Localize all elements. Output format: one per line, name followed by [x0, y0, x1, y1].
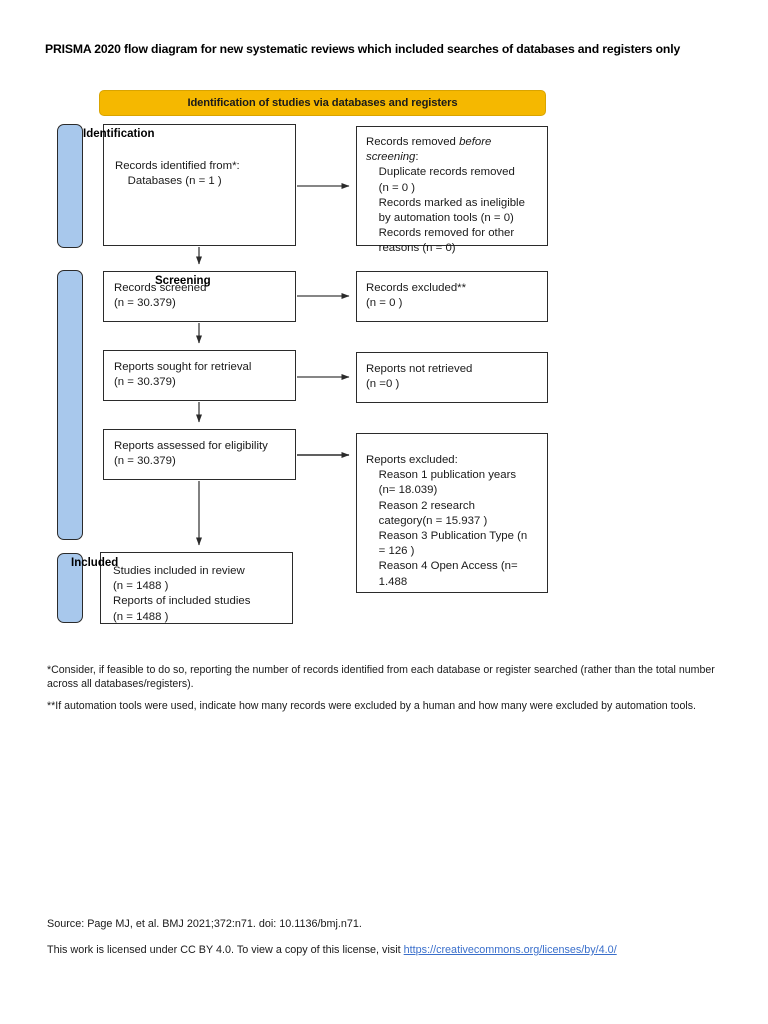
- removed-lead-emphasis: before screening: [366, 136, 492, 164]
- identification-banner: Identification of studies via databases …: [99, 90, 546, 116]
- identification-banner-label: Identification of studies via databases …: [187, 97, 458, 109]
- footnote-consider: *Consider, if feasible to do so, reporti…: [47, 664, 715, 691]
- footer-source: Source: Page MJ, et al. BMJ 2021;372:n71…: [47, 918, 362, 930]
- box-records-excluded-text: Records excluded** (n = 0 ): [366, 282, 467, 310]
- box-records-removed-text: Records removed before screening: Duplic…: [366, 135, 525, 257]
- box-records-screened-text: Records screened (n = 30.379): [114, 282, 207, 310]
- box-reports-excluded-text: Reports excluded: Reason 1 publication y…: [366, 454, 528, 588]
- box-records-identified-text: Records identified from*: Databases (n =…: [115, 160, 240, 188]
- box-records-removed-before-screening: Records removed before screening: Duplic…: [356, 126, 548, 254]
- creative-commons-license-link[interactable]: https://creativecommons.org/licenses/by/…: [403, 944, 617, 956]
- stage-label-identification: Identification: [83, 128, 155, 140]
- page-title: PRISMA 2020 flow diagram for new systema…: [45, 42, 681, 56]
- box-reports-not-retrieved: Reports not retrieved (n =0 ): [356, 352, 548, 403]
- box-records-screened: Records screened (n = 30.379): [103, 271, 296, 322]
- footer-license: This work is licensed under CC BY 4.0. T…: [47, 943, 719, 958]
- removed-detail: Duplicate records removed (n = 0 ) Recor…: [378, 166, 525, 255]
- box-studies-included-text: Studies included in review (n = 1488 ) R…: [113, 565, 251, 623]
- box-reports-not-retrieved-text: Reports not retrieved (n =0 ): [366, 363, 473, 391]
- box-reports-sought-for-retrieval: Reports sought for retrieval (n = 30.379…: [103, 350, 296, 401]
- box-studies-included: Studies included in review (n = 1488 ) R…: [100, 552, 293, 624]
- box-reports-assessed-text: Reports assessed for eligibility (n = 30…: [114, 440, 268, 468]
- box-records-excluded: Records excluded** (n = 0 ): [356, 271, 548, 322]
- box-records-identified: Records identified from*: Databases (n =…: [103, 124, 296, 246]
- footer-license-text: This work is licensed under CC BY 4.0. T…: [47, 944, 404, 956]
- removed-lead: Records removed: [366, 136, 460, 148]
- stage-label-included: Included: [71, 557, 119, 569]
- box-reports-sought-text: Reports sought for retrieval (n = 30.379…: [114, 361, 252, 389]
- box-reports-assessed-for-eligibility: Reports assessed for eligibility (n = 30…: [103, 429, 296, 480]
- stage-bar-included: [57, 553, 83, 623]
- removed-lead-tail: :: [415, 151, 419, 164]
- stage-bar-screening: [57, 270, 83, 540]
- stage-label-screening: Screening: [155, 275, 211, 287]
- footnote-automation: **If automation tools were used, indicat…: [47, 700, 696, 712]
- stage-bar-identification: [57, 124, 83, 248]
- box-reports-excluded: Reports excluded: Reason 1 publication y…: [356, 433, 548, 593]
